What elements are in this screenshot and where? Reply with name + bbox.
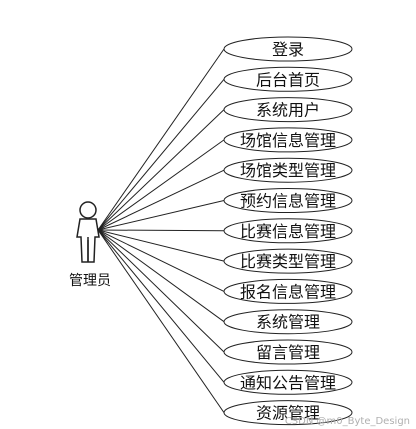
use-case: 后台首页 bbox=[223, 66, 353, 92]
association-line bbox=[97, 78, 225, 231]
association-lines bbox=[97, 48, 225, 413]
association-line bbox=[97, 229, 225, 323]
use-case-label: 比赛类型管理 bbox=[240, 252, 336, 271]
person-icon bbox=[76, 201, 100, 263]
use-case: 场馆类型管理 bbox=[223, 157, 353, 183]
use-case-ellipse bbox=[223, 339, 353, 365]
use-case-label: 场馆类型管理 bbox=[240, 161, 336, 180]
actor-administrator: 管理员 bbox=[69, 201, 111, 289]
association-line bbox=[97, 139, 225, 231]
use-case-ellipse bbox=[223, 36, 353, 62]
use-case-label: 留言管理 bbox=[256, 343, 320, 362]
use-case-ellipse bbox=[223, 157, 353, 183]
association-line bbox=[97, 229, 225, 353]
use-case: 场馆信息管理 bbox=[223, 127, 353, 153]
association-line bbox=[97, 229, 225, 232]
use-case-ellipse bbox=[223, 400, 353, 426]
use-case-label: 预约信息管理 bbox=[240, 192, 336, 211]
use-case: 系统用户 bbox=[223, 97, 353, 123]
use-case-list: 登录后台首页系统用户场馆信息管理场馆类型管理预约信息管理比赛信息管理比赛类型管理… bbox=[223, 36, 353, 426]
association-line bbox=[97, 169, 225, 231]
use-case: 比赛类型管理 bbox=[223, 248, 353, 274]
use-case-ellipse bbox=[223, 309, 353, 335]
use-case-label: 比赛信息管理 bbox=[240, 222, 336, 241]
use-case-ellipse bbox=[223, 127, 353, 153]
association-line bbox=[97, 229, 225, 262]
use-case-label: 系统用户 bbox=[256, 101, 320, 120]
use-case-ellipse bbox=[223, 278, 353, 304]
watermark: CSDN @m0_Byte_Design bbox=[285, 416, 410, 427]
use-case: 预约信息管理 bbox=[223, 188, 353, 213]
use-case-label: 登录 bbox=[272, 40, 304, 59]
use-case: 登录 bbox=[223, 36, 353, 62]
use-case: 通知公告管理 bbox=[223, 369, 353, 395]
use-case-label: 后台首页 bbox=[256, 70, 320, 89]
actor-label: 管理员 bbox=[69, 273, 111, 289]
association-line bbox=[97, 200, 225, 231]
use-case-ellipse bbox=[223, 66, 353, 92]
use-case-label: 资源管理 bbox=[256, 404, 320, 423]
association-line bbox=[97, 229, 225, 383]
association-line bbox=[97, 229, 225, 413]
use-case-ellipse bbox=[223, 97, 353, 123]
association-line bbox=[97, 109, 225, 231]
use-case-label: 报名信息管理 bbox=[240, 282, 336, 301]
use-case-label: 场馆信息管理 bbox=[240, 131, 336, 150]
use-case: 系统管理 bbox=[223, 309, 353, 335]
use-case: 比赛信息管理 bbox=[223, 218, 353, 244]
association-line bbox=[97, 229, 225, 292]
use-case: 资源管理 bbox=[223, 400, 353, 426]
use-case-ellipse bbox=[223, 188, 353, 213]
use-case-label: 通知公告管理 bbox=[240, 373, 336, 392]
use-case-label: 系统管理 bbox=[256, 313, 320, 332]
association-line bbox=[97, 48, 225, 231]
use-case-ellipse bbox=[223, 248, 353, 274]
use-case: 报名信息管理 bbox=[223, 278, 353, 304]
use-case-ellipse bbox=[223, 218, 353, 244]
use-case-ellipse bbox=[223, 369, 353, 395]
use-case: 留言管理 bbox=[223, 339, 353, 365]
